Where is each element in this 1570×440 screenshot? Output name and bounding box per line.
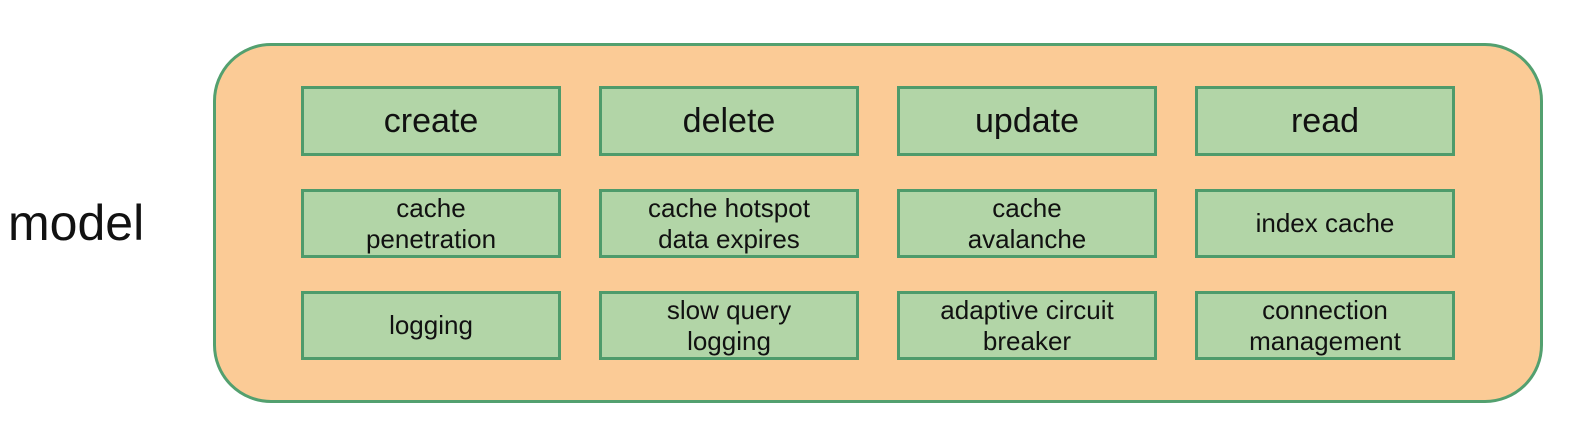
node-adaptive-circuit-breaker: adaptive circuit breaker	[897, 291, 1157, 360]
node-slow-query-logging: slow query logging	[599, 291, 859, 360]
node-cache-avalanche: cache avalanche	[897, 189, 1157, 258]
model-side-label: model	[8, 195, 145, 251]
node-connection-management: connection management	[1195, 291, 1455, 360]
node-update: update	[897, 86, 1157, 156]
node-read: read	[1195, 86, 1455, 156]
model-container: create delete update read cache penetrat…	[213, 43, 1543, 403]
node-cache-penetration: cache penetration	[301, 189, 561, 258]
node-index-cache: index cache	[1195, 189, 1455, 258]
node-delete: delete	[599, 86, 859, 156]
node-logging: logging	[301, 291, 561, 360]
node-create: create	[301, 86, 561, 156]
node-cache-hotspot-data-expires: cache hotspot data expires	[599, 189, 859, 258]
